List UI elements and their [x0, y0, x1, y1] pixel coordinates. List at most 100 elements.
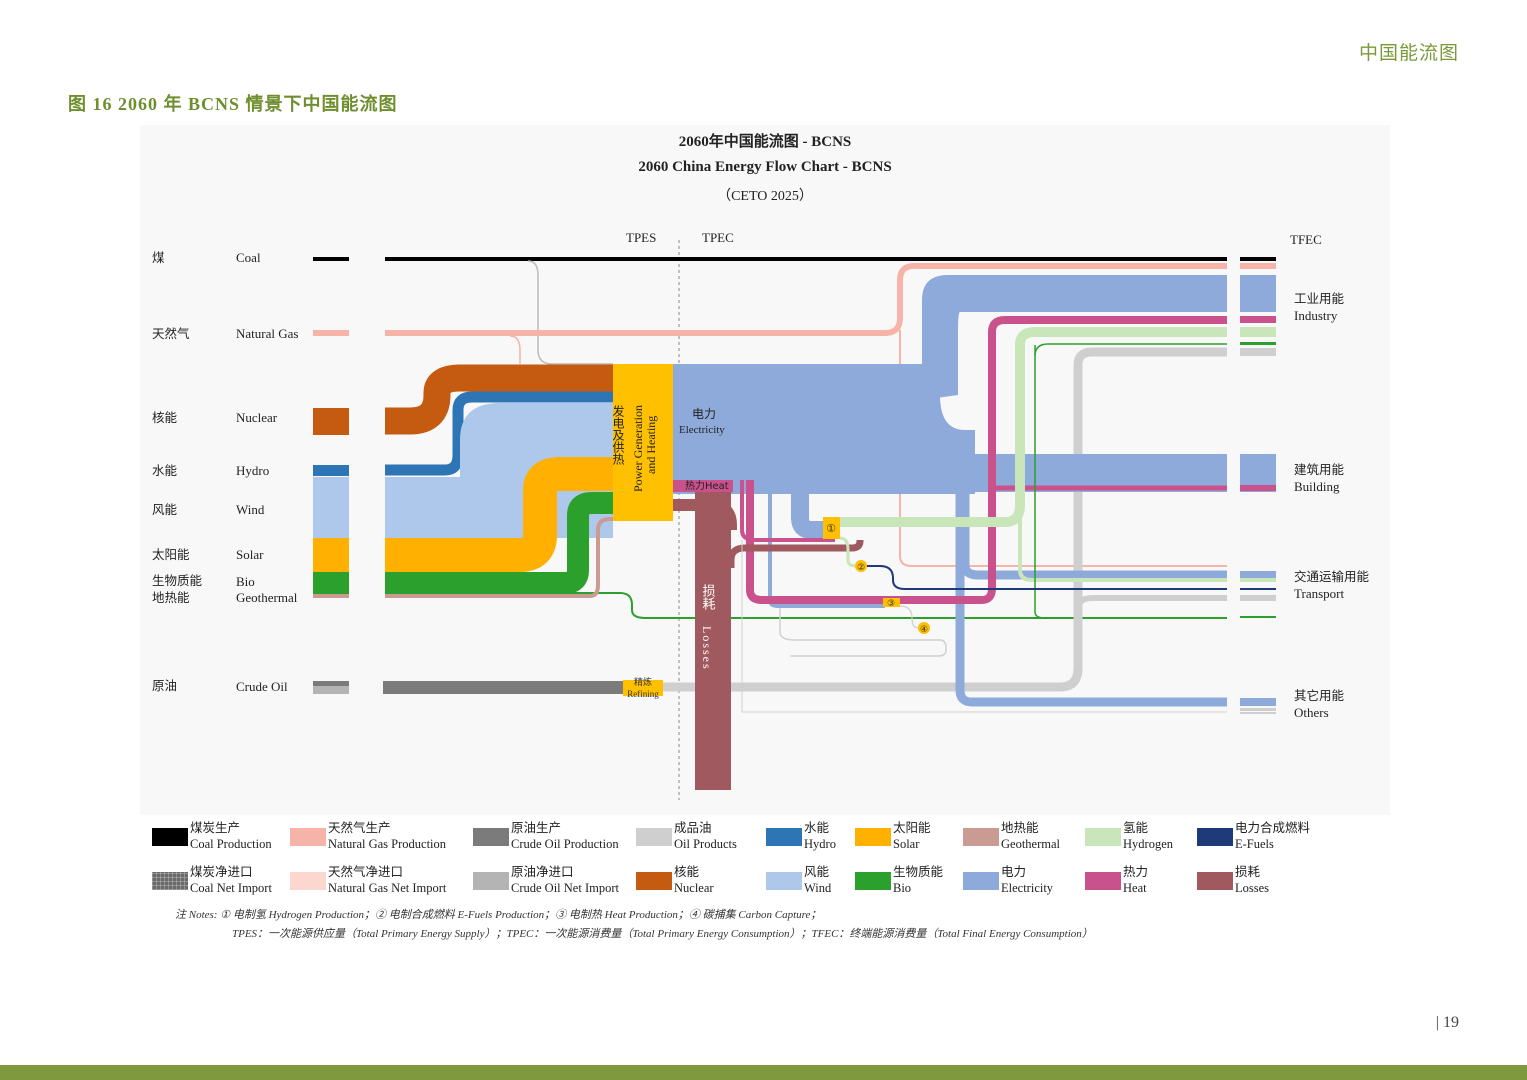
source-label-en: Geothermal — [236, 590, 298, 605]
legend-label-cn: 天然气生产 — [328, 820, 391, 835]
legend-label-cn: 核能 — [674, 864, 700, 879]
source-label-cn: 水能 — [152, 463, 178, 478]
legend-label-cn: 损耗 — [1235, 864, 1261, 879]
source-label-en: Natural Gas — [236, 326, 299, 341]
legend-label-en: Coal Production — [190, 837, 272, 851]
flow-oil-products — [663, 347, 1227, 692]
footer-bar — [0, 1065, 1527, 1080]
legend-swatch — [473, 828, 509, 846]
flow-oil-products-transport — [1075, 595, 1227, 640]
source-bar-wind — [313, 477, 349, 538]
chart-title-block: 2060年中国能流图 - BCNS 2060 China Energy Flow… — [520, 130, 1010, 209]
flow-crude-oil — [383, 681, 623, 694]
legend-swatch — [855, 828, 891, 846]
sink-coal — [1240, 257, 1276, 261]
source-label-cn: 原油 — [152, 678, 178, 693]
marker-hydrogen-production: ① — [826, 522, 836, 535]
legend-label-en: Bio — [893, 881, 912, 895]
legend-label-cn: 热力 — [1123, 864, 1149, 879]
legend-label-cn: 电力 — [1001, 864, 1027, 879]
source-label-en: Crude Oil — [236, 679, 288, 694]
legend-swatch — [636, 872, 672, 890]
legend-item: 生物质能 Bio — [893, 864, 943, 896]
chart-title-en: 2060 China Energy Flow Chart - BCNS — [638, 159, 892, 175]
legend-label-cn: 原油净进口 — [511, 864, 574, 879]
chart-notes: 注 Notes: ① 电制氢 Hydrogen Production；② 电制合… — [175, 906, 1093, 944]
legend-item: 煤炭生产 Coal Production — [190, 820, 272, 852]
electricity-label-en: Electricity — [679, 424, 725, 436]
sink-bio-transport — [1240, 616, 1276, 618]
legend-label-cn: 煤炭生产 — [190, 820, 241, 835]
flow-heat-main — [746, 316, 1227, 604]
legend-item: 损耗 Losses — [1235, 864, 1269, 896]
losses-label-en: Losses — [700, 626, 714, 671]
legend-label-cn: 生物质能 — [893, 864, 944, 879]
legend-label-en: Losses — [1235, 881, 1270, 895]
legend-swatch — [855, 872, 891, 890]
source-bar-solar — [313, 538, 349, 572]
legend-swatch — [1085, 872, 1121, 890]
legend-label-cn: 氢能 — [1123, 820, 1149, 835]
legend-swatch — [1197, 872, 1233, 890]
legend-swatch — [766, 828, 802, 846]
refining-label-cn: 精炼 — [634, 676, 652, 688]
flow-heat-industry — [740, 480, 835, 542]
sink-label-cn: 交通运输用能 — [1294, 569, 1370, 584]
sink-hydrogen-transport — [1240, 578, 1276, 582]
sink-electricity-transport — [1240, 571, 1276, 579]
source-bar-geothermal — [313, 594, 349, 598]
flow-solar — [385, 457, 613, 572]
sink-label-en: Transport — [1294, 586, 1345, 601]
source-label-en: Nuclear — [236, 410, 278, 425]
flow-losses-main — [673, 499, 737, 530]
legend-swatch — [152, 828, 188, 846]
power-node-label-cn: 发电及供热 — [611, 404, 625, 466]
legend-item: 天然气生产 Natural Gas Production — [328, 820, 446, 852]
legend-label-cn: 水能 — [804, 820, 830, 835]
sink-heat-building — [1240, 485, 1276, 491]
flow-electricity-others — [955, 494, 1227, 707]
chart-source: （CETO 2025） — [717, 189, 813, 204]
flow-natural-gas-transport — [899, 330, 1227, 567]
hydrogen-node — [823, 517, 840, 539]
sink-oil-products-others — [1240, 708, 1276, 711]
source-label-cn: 地热能 — [152, 590, 190, 605]
flow-electricity-industry — [922, 275, 1227, 400]
carbon-capture-node — [918, 622, 930, 634]
source-label-cn: 生物质能 — [152, 573, 203, 588]
marker-carbon-capture: ④ — [920, 625, 928, 635]
chart-title-cn: 2060年中国能流图 - BCNS — [678, 134, 852, 150]
page-number: | 19 — [1435, 1014, 1459, 1031]
sink-hydrogen — [1240, 327, 1276, 337]
sink-label-cn: 建筑用能 — [1294, 462, 1345, 477]
source-label-cn: 天然气 — [152, 326, 190, 341]
flow-natural-gas-power — [509, 335, 521, 364]
losses-label-cn: 损耗 — [700, 584, 716, 611]
legend-swatch — [1197, 828, 1233, 846]
flow-electricity-transport — [960, 494, 1227, 580]
legend-label-en: Solar — [893, 837, 920, 851]
legend-label-cn: 煤炭净进口 — [190, 864, 253, 879]
flow-bio — [385, 492, 613, 594]
marker-heat-production: ③ — [887, 599, 895, 609]
sink-label-cn: 工业用能 — [1294, 291, 1345, 306]
flow-hydrogen-efuels — [839, 536, 860, 568]
source-label-cn: 核能 — [152, 410, 178, 425]
flow-hydrogen-transport — [1018, 510, 1227, 582]
notes-line-1: 注 Notes: ① 电制氢 Hydrogen Production；② 电制合… — [175, 909, 822, 921]
legend-label-en: Wind — [804, 881, 832, 895]
source-bar-crude-oil-production — [313, 681, 349, 686]
legend-label-en: Natural Gas Production — [328, 837, 447, 851]
refining-label-en: Refining — [627, 689, 659, 699]
legend-label-en: Natural Gas Net Import — [328, 881, 447, 895]
source-label-en: Wind — [236, 502, 265, 517]
power-node-label-en-1: Power Generation — [631, 405, 645, 492]
legend-swatch — [290, 872, 326, 890]
